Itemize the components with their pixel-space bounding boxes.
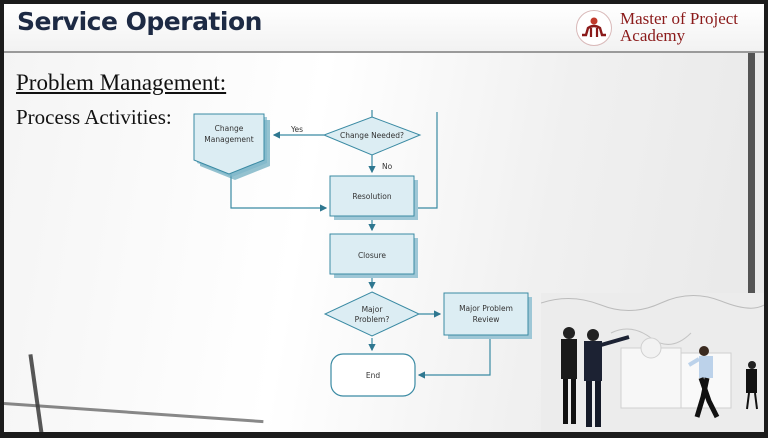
slide: Service Operation Master of Project Acad… <box>4 4 764 432</box>
svg-text:Major: Major <box>362 305 384 314</box>
process-flowchart: Change Management Yes No Change Needed? … <box>193 110 532 397</box>
logo-line2: Academy <box>620 26 686 45</box>
slide-header: Service Operation Master of Project Acad… <box>4 4 764 53</box>
node-major-problem: Major Problem? <box>323 291 421 337</box>
logo-text: Master of Project Academy <box>620 10 738 44</box>
brand-logo: Master of Project Academy <box>576 9 764 49</box>
svg-text:Review: Review <box>473 315 500 324</box>
svg-text:Resolution: Resolution <box>352 192 391 201</box>
edge-yes-label: Yes <box>290 125 303 134</box>
node-major-problem-review: Major Problem Review <box>443 292 532 339</box>
svg-text:Major Problem: Major Problem <box>459 304 513 313</box>
svg-text:Change Needed?: Change Needed? <box>340 131 404 140</box>
change-management-label: Management <box>204 135 253 144</box>
svg-text:Closure: Closure <box>358 251 386 260</box>
node-change-needed: Change Needed? <box>322 116 422 156</box>
section-subheading: Process Activities: <box>16 105 172 129</box>
person-logo-icon <box>576 10 612 46</box>
node-closure: Closure <box>329 233 418 278</box>
svg-text:End: End <box>366 371 380 380</box>
node-end: End <box>330 353 416 397</box>
slide-title: Service Operation <box>17 7 262 36</box>
node-change-management: Change Management <box>193 113 270 180</box>
section-heading: Problem Management: <box>16 70 227 95</box>
business-team-puzzle-photo <box>541 293 764 432</box>
svg-text:Problem?: Problem? <box>355 315 390 324</box>
node-resolution: Resolution <box>329 175 418 220</box>
svg-text:Change: Change <box>215 124 244 133</box>
edge-no-label: No <box>382 162 393 171</box>
logo-line1: Master of Project <box>620 9 739 28</box>
background-frame-bar <box>748 44 755 294</box>
